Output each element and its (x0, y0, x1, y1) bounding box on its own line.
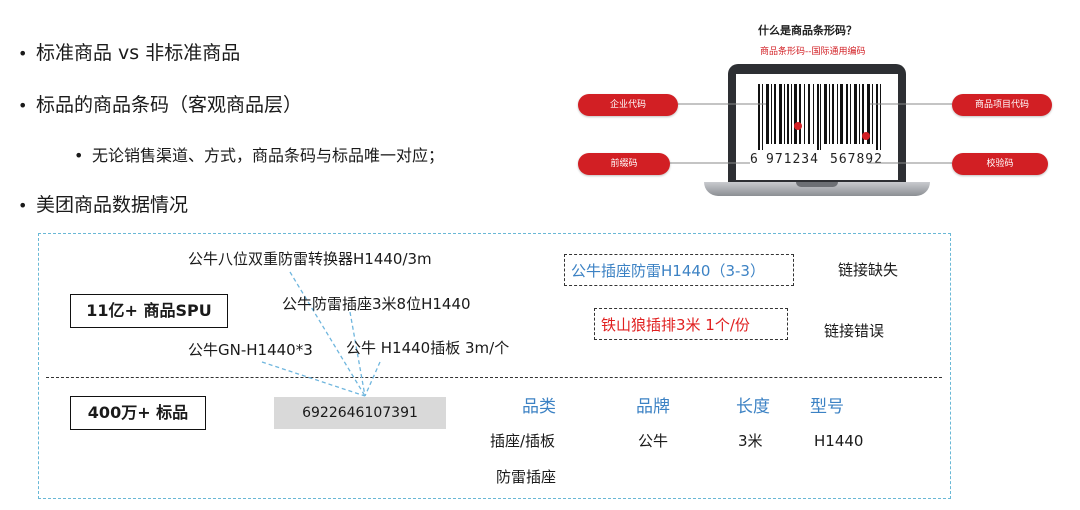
standard-count-tag: 400万+ 标品 (70, 396, 206, 430)
attr-header-category: 品类 (522, 397, 556, 417)
laptop-base (704, 182, 930, 196)
wrong-link-box: 铁山狼插排3米 1个/份 (594, 308, 788, 340)
bullet-dot: • (18, 96, 28, 115)
attr-value-length: 3米 (738, 432, 763, 450)
barcode-graphic-subtitle: 商品条形码--国际通用编码 (760, 47, 866, 57)
spu-to-barcode-lines (261, 271, 381, 397)
bullet-text: 标品的商品条码（客观商品层） (36, 94, 303, 116)
bullet-text: 无论销售渠道、方式，商品条码与标品唯一对应； (92, 146, 445, 165)
bullet-barcode-layer: • 标品的商品条码（客观商品层） (18, 90, 302, 117)
label-check-code: 校验码 (952, 153, 1048, 175)
attr-value-category: 插座/插板 (490, 432, 556, 450)
bullet-dot: • (74, 146, 84, 165)
data-overview-box (38, 233, 951, 499)
missing-link-note: 链接缺失 (838, 261, 899, 279)
label-item-code: 商品项目代码 (952, 94, 1052, 116)
sub-bullet-unique-mapping: • 无论销售渠道、方式，商品条码与标品唯一对应； (74, 142, 444, 166)
attr-header-length: 长度 (736, 397, 770, 417)
laptop-notch (796, 182, 838, 187)
bullet-dot: • (18, 196, 28, 215)
bullet-text: 美团商品数据情况 (36, 194, 189, 216)
attr-value-model: H1440 (814, 432, 864, 450)
barcode-value: 6922646107391 (274, 397, 446, 429)
spu-count-tag: 11亿+ 商品SPU (70, 294, 228, 328)
barcode-graphic-title: 什么是商品条形码？ (758, 24, 857, 37)
spu-item: 公牛 H1440插板 3m/个 (346, 339, 510, 357)
wrong-link-note: 链接错误 (824, 322, 885, 340)
missing-link-box: 公牛插座防雷H1440（3-3） (564, 254, 794, 286)
bullet-text: 标准商品 vs 非标准商品 (36, 42, 241, 64)
bullet-dot: • (18, 44, 28, 63)
attr-value-category: 防雷插座 (496, 468, 557, 486)
bullet-meituan-data: • 美团商品数据情况 (18, 190, 188, 217)
wrong-link-item: 铁山狼插排3米 1个/份 (601, 316, 750, 334)
bullet-standard-vs-nonstandard: • 标准商品 vs 非标准商品 (18, 38, 240, 65)
barcode-digits-mid: 971234 (766, 152, 819, 167)
attr-value-brand: 公牛 (638, 432, 669, 450)
attr-header-brand: 品牌 (636, 397, 670, 417)
barcode-connector-lines (670, 103, 952, 164)
label-prefix-code: 前缀码 (578, 153, 670, 175)
barcode-digits-left: 6 (750, 152, 759, 167)
missing-link-item: 公牛插座防雷H1440（3-3） (571, 262, 765, 280)
attr-header-model: 型号 (810, 397, 844, 417)
spu-item: 公牛八位双重防雷转换器H1440/3m (188, 250, 432, 268)
layer-divider (46, 377, 942, 378)
spu-item: 公牛GN-H1440*3 (188, 341, 313, 359)
spu-item: 公牛防雷插座3米8位H1440 (282, 295, 471, 313)
barcode-icon (758, 84, 881, 150)
label-company-code: 企业代码 (578, 94, 678, 116)
